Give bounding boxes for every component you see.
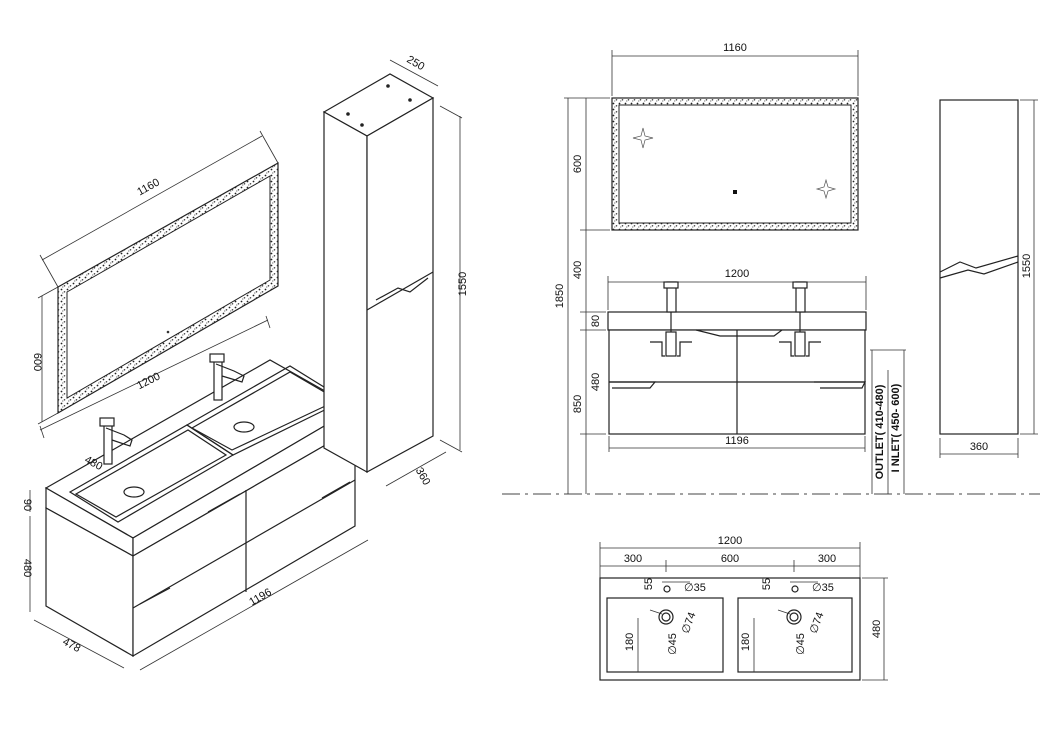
side-view-column: 1550 360	[939, 99, 1038, 458]
front-total-height-label: 1850	[554, 284, 566, 308]
front-mirror-height-label: 600	[572, 155, 584, 173]
iso-column-height-label: 1550	[457, 272, 469, 296]
iso-top-thickness-dim: 90	[21, 490, 33, 512]
iso-top-thickness-label: 90	[21, 499, 33, 511]
front-faucet-right	[779, 281, 821, 357]
iso-mirror	[57, 161, 279, 415]
front-mirror-width-dim: 1160	[611, 42, 859, 96]
plan-seg-left-label: 300	[624, 553, 642, 565]
front-mirror-width-label: 1160	[723, 42, 747, 54]
iso-vanity-top	[44, 359, 357, 558]
iso-tall-column	[322, 73, 435, 474]
iso-mirror-height-dim: 600	[31, 286, 59, 425]
front-cabinet-height-label: 480	[590, 373, 602, 391]
side-height-label: 1550	[1021, 254, 1033, 278]
iso-faucet-left	[99, 417, 133, 465]
front-top-thickness-label: 80	[590, 315, 602, 327]
front-outlet-label: OUTLET( 410-480)	[874, 384, 886, 479]
plan-tap-hole-right: ∅35	[812, 582, 834, 594]
iso-vanity-cabinet	[45, 426, 356, 658]
iso-top-width-label: 1200	[135, 370, 162, 392]
isometric-view: 1160 600 1200	[21, 54, 469, 671]
front-vanity: 1200 1196	[607, 268, 867, 452]
side-width-label: 360	[970, 441, 988, 453]
plan-tap-hole-left: ∅35	[684, 582, 706, 594]
front-height-dims: 1850 600 400 850 80 480	[554, 97, 610, 494]
plan-total-width-label: 1200	[718, 535, 742, 547]
front-faucet-left	[650, 281, 692, 357]
front-gap-height-label: 400	[572, 261, 584, 279]
plan-drain-inner-right: ∅45	[795, 633, 807, 655]
plan-tap-offset-left: 55	[643, 578, 655, 590]
iso-column-depth-label: 250	[405, 54, 427, 74]
iso-depth-label: 478	[60, 636, 82, 655]
plan-seg-mid-label: 600	[721, 553, 739, 565]
iso-mirror-height-label: 600	[31, 353, 43, 371]
plan-seg-right-label: 300	[818, 553, 836, 565]
plan-tap-offset-right: 55	[761, 578, 773, 590]
iso-body-width-label: 1196	[247, 586, 273, 608]
plan-view: 1200 300 600 300 55 ∅35 ∅74 ∅45 180 55 ∅…	[599, 535, 888, 681]
plan-drain-inner-left: ∅45	[667, 633, 679, 655]
front-mirror	[611, 97, 859, 231]
iso-cabinet-height-dim: 480	[21, 516, 33, 612]
iso-faucet-right	[209, 353, 245, 401]
front-outlet-inlet-dims: OUTLET( 410-480) I NLET( 450- 600)	[870, 349, 906, 494]
plan-drain-offset-left: 180	[624, 633, 636, 651]
plan-depth-label: 480	[871, 620, 883, 638]
front-body-width-label: 1196	[725, 435, 749, 447]
iso-column-width-label: 360	[413, 466, 433, 488]
iso-column-height-dim: 1550	[439, 105, 469, 453]
front-mount-height-label: 850	[572, 395, 584, 413]
front-top-width-label: 1200	[725, 268, 749, 280]
front-view: 1160 1850 600 400 850 80 480 1200	[502, 42, 1040, 495]
front-inlet-label: I NLET( 450- 600)	[890, 383, 902, 472]
plan-drain-offset-right: 180	[740, 633, 752, 651]
iso-cabinet-height-label: 480	[21, 559, 33, 577]
